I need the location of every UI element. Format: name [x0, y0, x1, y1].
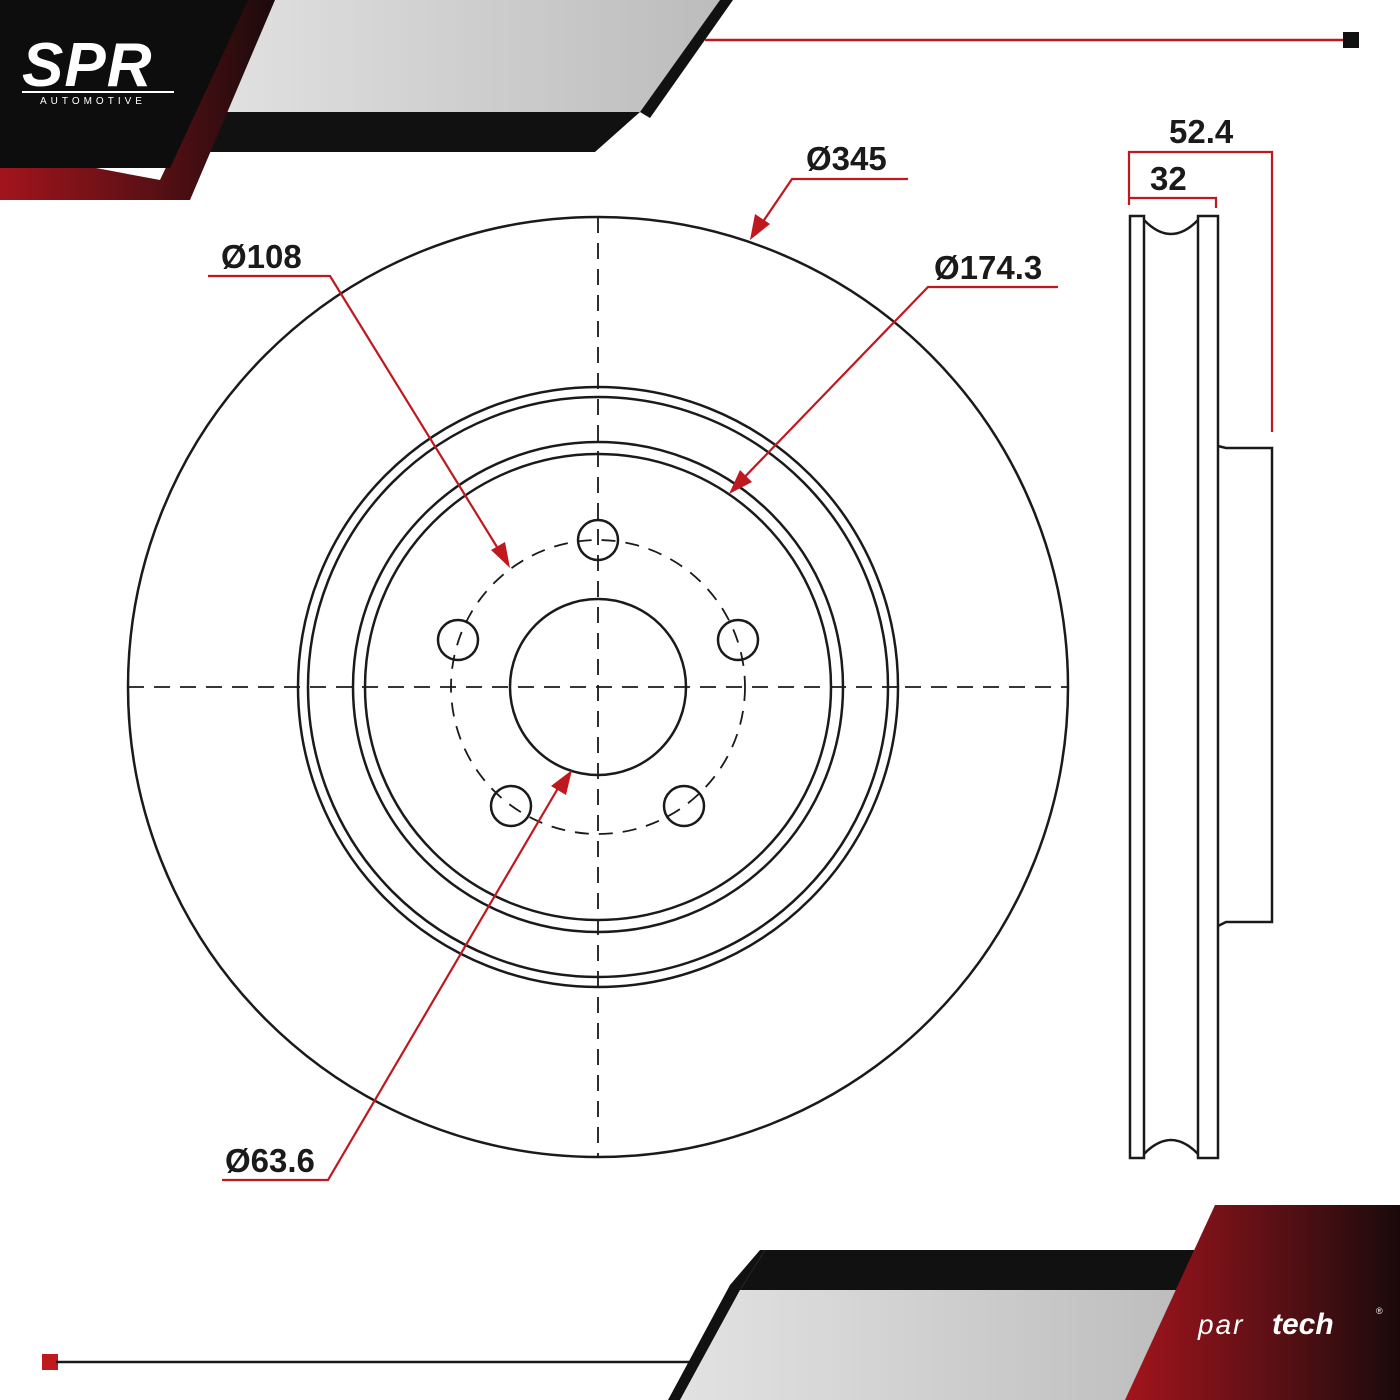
- label-center-bore-diameter: Ø63.6: [225, 1142, 315, 1179]
- arrow-bolt-circle: [491, 542, 510, 568]
- product-logo-text-part1: par: [1197, 1309, 1244, 1340]
- total-height-bracket: [1127, 150, 1274, 432]
- bottom-gray-panel: [680, 1290, 1195, 1400]
- side-left-plate: [1128, 214, 1146, 1160]
- company-logo-text: SPR: [22, 31, 152, 100]
- leader-outer-diameter: [757, 177, 908, 230]
- dimension-labels: Ø345 Ø108 Ø174.3 Ø63.6 52.4 32: [221, 113, 1234, 1179]
- thickness-bracket: [1129, 196, 1218, 208]
- top-banner: [0, 0, 733, 200]
- top-black-band: [180, 112, 640, 152]
- top-gray-panel: [200, 0, 720, 112]
- label-outer-diameter: Ø345: [806, 140, 887, 177]
- label-total-height: 52.4: [1169, 113, 1234, 150]
- bolt-hole-5: [436, 618, 480, 662]
- company-logo: SPR AUTOMOTIVE: [22, 31, 174, 107]
- company-subtitle: AUTOMOTIVE: [40, 96, 146, 107]
- bottom-black-edge: [668, 1250, 765, 1400]
- product-logo-text-part2: tech: [1272, 1308, 1334, 1341]
- bolt-hole-4: [489, 784, 533, 828]
- disc-side-view: [1127, 150, 1274, 1160]
- top-red-swoosh: [0, 0, 275, 200]
- leader-bolt-circle: [208, 274, 506, 561]
- product-logo-registered-mark: ®: [1376, 1306, 1383, 1316]
- label-bolt-circle-diameter: Ø108: [221, 238, 302, 275]
- frame-top-right-marker: [1343, 32, 1359, 48]
- leader-hat-diameter: [735, 285, 1058, 487]
- bottom-black-band: [740, 1250, 1238, 1290]
- top-black-edge: [640, 0, 733, 118]
- leader-center-bore: [222, 777, 565, 1182]
- frame-bottom-left-marker: [42, 1354, 58, 1370]
- product-logo: par tech ®: [1197, 1306, 1383, 1341]
- side-right-plate: [1196, 214, 1220, 1160]
- arrow-hat-diameter: [729, 470, 752, 494]
- bolt-hole-2: [716, 618, 760, 662]
- frame-lines: [42, 32, 1359, 1370]
- label-disc-thickness: 32: [1150, 160, 1187, 197]
- bottom-red-panel: [1125, 1205, 1400, 1400]
- disc-front-view: [126, 215, 1070, 1159]
- bottom-banner: [668, 1205, 1400, 1400]
- leader-lines: [208, 177, 1058, 1182]
- side-hat-profile: [1217, 444, 1274, 928]
- bolt-hole-3: [662, 784, 706, 828]
- side-top-vane-curve: [1143, 219, 1199, 236]
- logo-black-panel: [0, 0, 248, 168]
- side-bottom-vane-curve: [1143, 1138, 1199, 1155]
- logo-underline: [22, 91, 174, 93]
- label-hat-diameter: Ø174.3: [934, 249, 1042, 286]
- arrow-heads: [491, 214, 770, 795]
- arrow-center-bore: [551, 770, 572, 795]
- arrow-outer-diameter: [750, 214, 770, 240]
